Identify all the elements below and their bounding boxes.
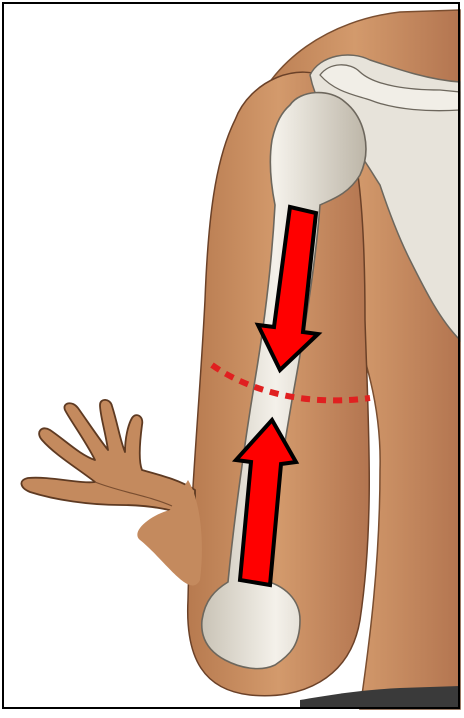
image-border	[2, 2, 460, 709]
